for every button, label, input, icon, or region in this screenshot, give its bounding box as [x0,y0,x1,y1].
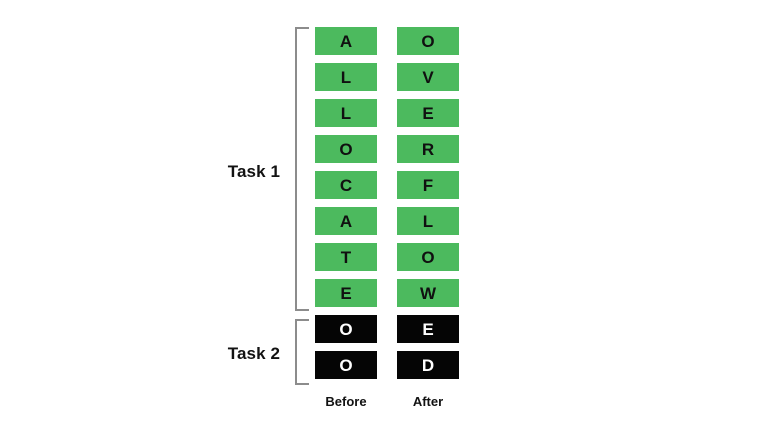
cell-after-7: O [397,243,459,271]
cell-after-8: W [397,279,459,307]
cell-before-1: A [315,27,377,55]
cell-before-9: O [315,315,377,343]
cell-before-3: L [315,99,377,127]
cell-before-4: O [315,135,377,163]
cell-after-4: R [397,135,459,163]
task-2-bracket [295,319,309,385]
task-2-group-label: Task 2 [227,344,280,363]
task-1-group-label: Task 1 [227,162,280,181]
cell-after-1: O [397,27,459,55]
cell-after-9: E [397,315,459,343]
cell-after-5: F [397,171,459,199]
task-1-bracket [295,27,309,311]
column-after: O V E R F L O W E D [397,27,459,387]
cell-before-10: O [315,351,377,379]
column-caption-after: After [412,394,444,409]
cell-after-6: L [397,207,459,235]
cell-before-2: L [315,63,377,91]
column-before: A L L O C A T E O O [315,27,377,387]
column-caption-before: Before [325,394,367,409]
cell-before-8: E [315,279,377,307]
cell-before-5: C [315,171,377,199]
cell-before-6: A [315,207,377,235]
cell-before-7: T [315,243,377,271]
cell-after-3: E [397,99,459,127]
cell-after-10: D [397,351,459,379]
cell-after-2: V [397,63,459,91]
